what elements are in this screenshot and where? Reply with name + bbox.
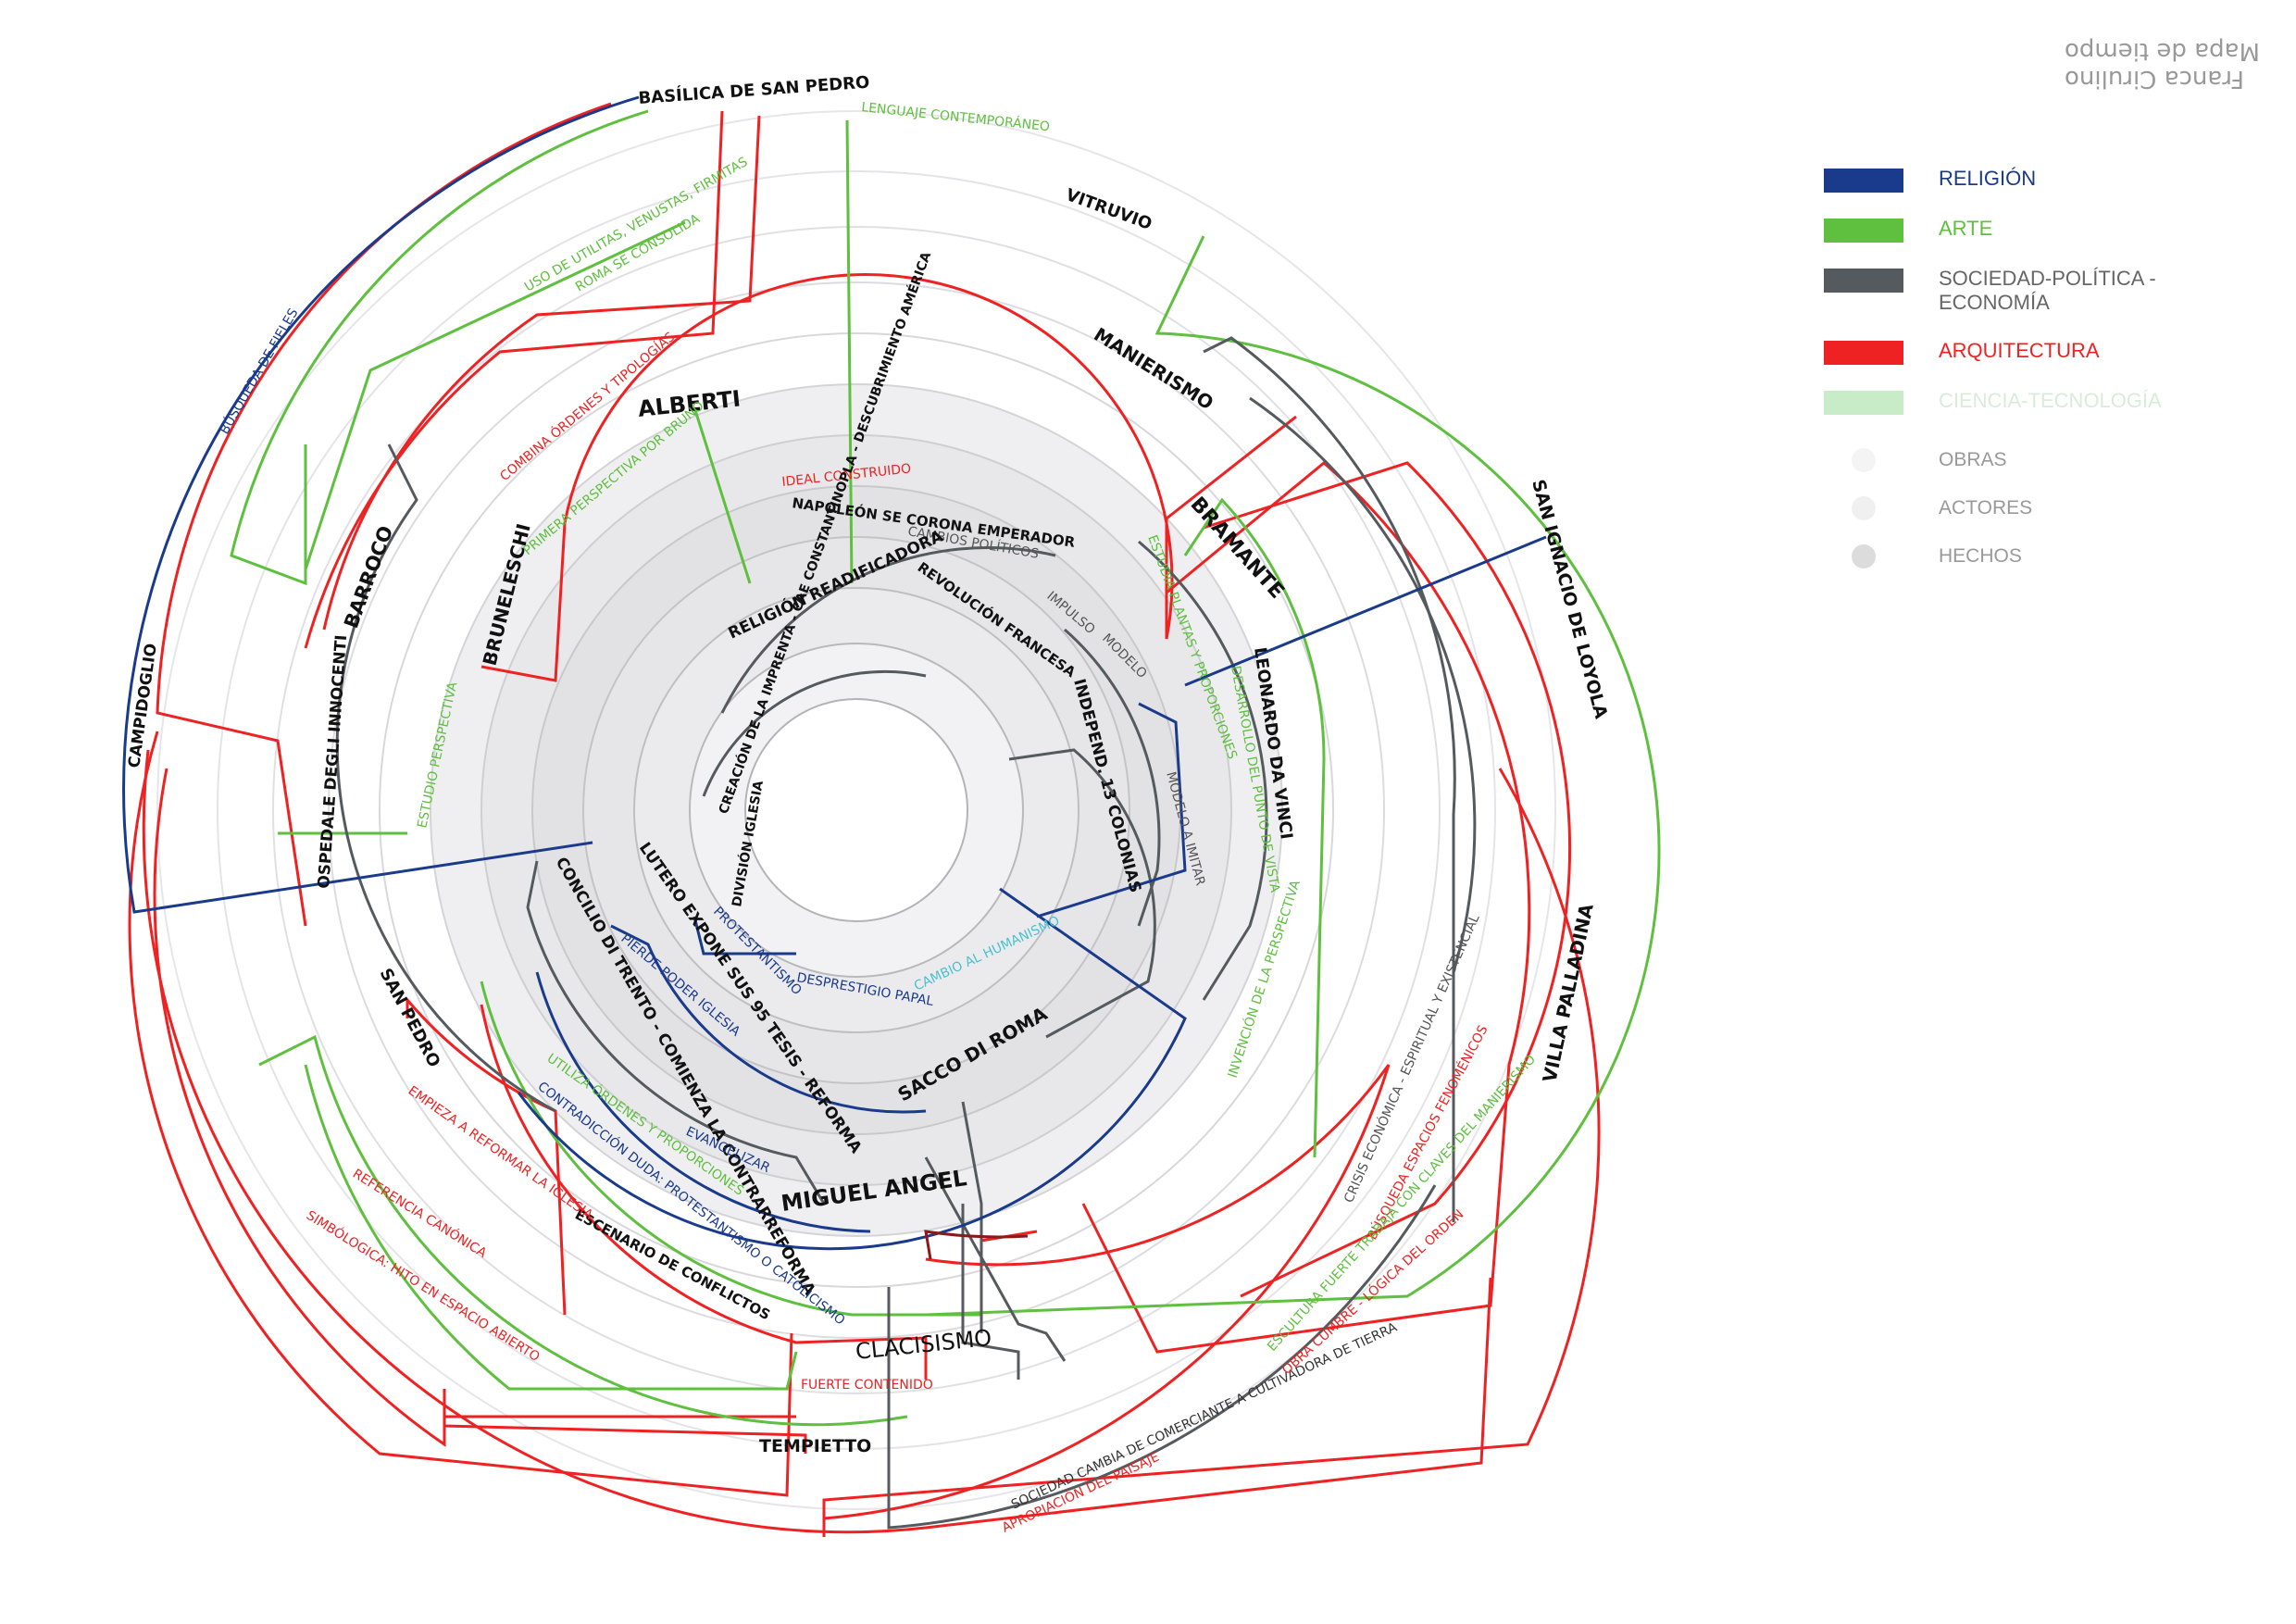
art-line — [693, 406, 752, 584]
legend-row: ARTE — [1824, 217, 2231, 243]
arch-line — [128, 731, 793, 1497]
legend-marker-dot — [1852, 496, 1876, 520]
religion-line — [535, 971, 871, 1233]
architecture-lines — [128, 102, 1601, 1537]
label-tempietto: TEMPIETTO — [759, 1436, 871, 1456]
legend: RELIGIÓN ARTE SOCIEDAD-POLÍTICA - ECONOMÍA… — [1824, 167, 2231, 593]
society-line — [961, 1101, 983, 1333]
legend-label: ARTE — [1939, 217, 1993, 240]
society-line — [1064, 628, 1161, 927]
art-line — [1183, 497, 1326, 1158]
legend-swatch — [1824, 219, 1903, 243]
label-villa-palladina: VILLA PALLADINA — [1538, 901, 1597, 1084]
society-lines — [335, 336, 1477, 1530]
religion-line — [610, 924, 927, 1114]
society-line — [1203, 336, 1456, 1222]
arch-line — [1203, 461, 1572, 1298]
art-line — [845, 119, 854, 584]
arch-line — [322, 115, 761, 631]
legend-label: SOCIEDAD-POLÍTICA - ECONOMÍA — [1939, 267, 2156, 314]
arch-line — [142, 749, 1492, 1534]
legend-marker-label: HECHOS — [1939, 545, 2022, 567]
society-line — [961, 1204, 1020, 1380]
society-line — [1249, 396, 1477, 973]
society-line — [720, 546, 1056, 714]
society-line — [924, 1156, 1067, 1362]
arch-line — [153, 768, 796, 1447]
arch-line — [480, 273, 1297, 682]
title-line-2: Franca Cirulino — [2065, 65, 2245, 93]
art-line — [304, 220, 686, 570]
legend-row: SOCIEDAD-POLÍTICA - ECONOMÍA — [1824, 267, 2231, 315]
religion-line — [1036, 702, 1187, 918]
art-lines — [230, 109, 1661, 1427]
religion-line — [1184, 535, 1547, 687]
religion-lines — [122, 95, 1547, 1251]
art-line — [230, 109, 649, 586]
label-fuerte: FUERTE CONTENIDO — [801, 1378, 933, 1393]
label-basilica: BASÍLICA DE SAN PEDRO — [638, 72, 870, 108]
art-line — [925, 235, 1661, 1317]
society-line — [702, 669, 927, 797]
society-line — [526, 860, 826, 1205]
arch-line — [156, 102, 612, 927]
society-line — [1138, 540, 1268, 1001]
title-line-1: Mapa de tiempo — [2065, 37, 2260, 65]
art-line — [258, 1034, 908, 1427]
legend-label: CIENCIA-TECNOLOGÍA — [1939, 389, 2162, 412]
legend-marker-label: ACTORES — [1939, 497, 2033, 518]
religion-line — [517, 887, 1187, 1251]
legend-row: HECHOS — [1824, 544, 2231, 568]
legend-marker-label: OBRAS — [1939, 449, 2007, 470]
legend-row: OBRAS — [1824, 448, 2231, 472]
legend-swatch — [1824, 341, 1903, 365]
legend-label: ARQUITECTURA — [1939, 339, 2100, 362]
society-line — [1008, 748, 1156, 1039]
label-campidoglio: CAMPIDOGLIO — [125, 643, 161, 769]
legend-row: ACTORES — [1824, 496, 2231, 520]
legend-marker-dot — [1852, 448, 1876, 472]
legend-row: RELIGIÓN — [1824, 167, 2231, 193]
religion-line — [122, 95, 640, 914]
legend-row: ARQUITECTURA — [1824, 339, 2231, 365]
special-arc — [924, 1230, 1029, 1260]
title-block: Mapa de tiempo Franca Cirulino — [2065, 37, 2260, 93]
art-line — [480, 981, 981, 1317]
art-line — [304, 1064, 798, 1391]
arch-line — [1081, 461, 1531, 1354]
arch-line — [823, 1064, 1391, 1520]
legend-swatch — [1824, 391, 1903, 415]
society-line — [887, 1184, 1437, 1530]
society-line — [335, 443, 556, 1113]
arch-line — [822, 768, 1601, 1537]
arch-line — [443, 1389, 807, 1454]
legend-swatch — [1824, 269, 1903, 293]
legend-marker-dot — [1852, 544, 1876, 568]
legend-label: RELIGIÓN — [1939, 167, 2037, 190]
religion-line — [693, 916, 796, 956]
legend-swatch — [1824, 169, 1903, 193]
legend-row: CIENCIA-TECNOLOGÍA — [1824, 389, 2231, 415]
